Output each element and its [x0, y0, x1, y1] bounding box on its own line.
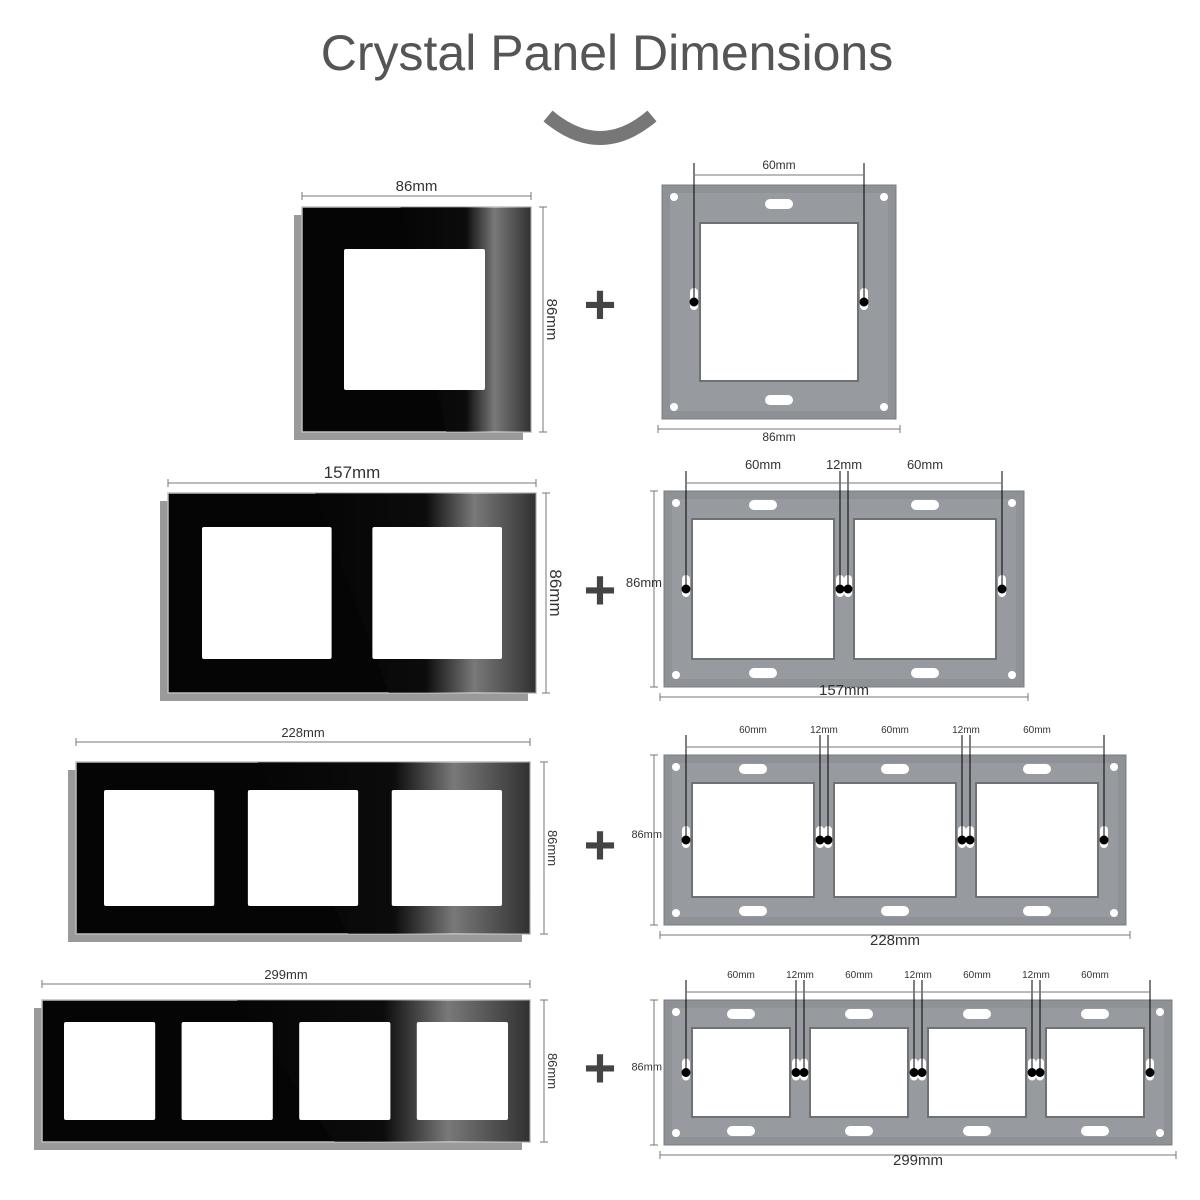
corner-hole: [880, 193, 888, 201]
frame-slot: [1081, 1126, 1109, 1136]
frame-slot: [963, 1009, 991, 1019]
frame-opening: [833, 782, 957, 898]
frame-opening: [927, 1027, 1027, 1118]
frame-slot: [749, 500, 777, 510]
frame-slot: [881, 764, 909, 774]
frame-slot: [881, 906, 909, 916]
frame-slot: [739, 764, 767, 774]
frame-opening: [1045, 1027, 1145, 1118]
corner-hole: [670, 403, 678, 411]
frame-slot: [845, 1009, 873, 1019]
spacing-label: 60mm: [963, 970, 991, 981]
plus-sign: +: [584, 813, 617, 876]
corner-hole: [1110, 763, 1118, 771]
spacing-label: 60mm: [745, 457, 781, 472]
spacing-label: 12mm: [1022, 970, 1050, 981]
corner-hole: [672, 1129, 680, 1137]
panel-height-label: 86mm: [545, 1053, 560, 1089]
panel-height-label: 86mm: [546, 569, 565, 616]
frame-slot: [765, 199, 793, 209]
frame-slot: [739, 906, 767, 916]
panel-height-label: 86mm: [545, 830, 560, 866]
frame-opening: [691, 782, 815, 898]
plus-sign: +: [584, 273, 617, 336]
switch-opening: [104, 790, 215, 906]
frame-opening: [691, 518, 835, 660]
corner-hole: [1156, 1008, 1164, 1016]
switch-opening: [181, 1022, 273, 1120]
frame-width-label: 299mm: [893, 1152, 943, 1169]
corner-hole: [672, 909, 680, 917]
spacing-label: 60mm: [762, 158, 795, 172]
frame-slot: [727, 1126, 755, 1136]
frame-slot: [765, 395, 793, 405]
frame-slot: [845, 1126, 873, 1136]
switch-opening: [64, 1022, 156, 1120]
corner-hole: [1008, 499, 1016, 507]
spacing-label: 60mm: [1081, 970, 1109, 981]
corner-hole: [672, 763, 680, 771]
frame-slot: [727, 1009, 755, 1019]
frame-height-label: 86mm: [626, 575, 662, 590]
corner-hole: [880, 403, 888, 411]
plus-sign: +: [584, 1036, 617, 1099]
corner-hole: [1110, 909, 1118, 917]
switch-opening: [391, 790, 502, 906]
panel-height-label: 86mm: [543, 299, 560, 341]
spacing-label: 12mm: [904, 970, 932, 981]
panel-width-label: 299mm: [264, 967, 307, 982]
frame-slot: [1023, 764, 1051, 774]
frame-height-label: 86mm: [631, 829, 662, 841]
frame-slot: [1023, 906, 1051, 916]
panel-width-label: 228mm: [281, 725, 324, 740]
frame-slot: [749, 668, 777, 678]
frame-width-label: 157mm: [819, 682, 869, 699]
panel-row-1-gang: 86mm 86mm +60mm 86mm: [294, 158, 901, 444]
panel-width-label: 86mm: [396, 178, 438, 195]
switch-opening: [247, 790, 359, 906]
corner-hole: [670, 193, 678, 201]
switch-opening: [299, 1022, 391, 1120]
frame-opening: [809, 1027, 909, 1118]
frame-slot: [1081, 1009, 1109, 1019]
corner-hole: [1156, 1129, 1164, 1137]
frame-height-label: 86mm: [631, 1062, 662, 1074]
switch-opening: [416, 1022, 508, 1120]
switch-opening: [372, 527, 502, 659]
spacing-label: 60mm: [845, 970, 873, 981]
frame-width-label: 228mm: [870, 932, 920, 949]
frame-slot: [911, 500, 939, 510]
spacing-label: 60mm: [739, 725, 767, 736]
frame-opening: [853, 518, 997, 660]
corner-hole: [1008, 671, 1016, 679]
switch-opening: [202, 527, 332, 659]
arc-ornament: [543, 110, 657, 145]
spacing-label: 12mm: [952, 725, 980, 736]
plus-sign: +: [584, 558, 617, 621]
spacing-label: 12mm: [786, 970, 814, 981]
frame-slot: [963, 1126, 991, 1136]
panel-row-4-gang: 299mm 86mm +60mm 12mm 60mm 12mm 60mm 12mm 60mm 29…: [34, 967, 1177, 1169]
spacing-label: 12mm: [826, 457, 862, 472]
frame-slot: [911, 668, 939, 678]
panel-row-3-gang: 228mm 86mm +60mm 12mm 60mm 12mm 60mm 228mm 86mm: [68, 725, 1131, 949]
page-title: Crystal Panel Dimensions: [321, 25, 893, 81]
corner-hole: [672, 1008, 680, 1016]
corner-hole: [672, 499, 680, 507]
frame-opening: [691, 1027, 791, 1118]
frame-width-label: 86mm: [762, 430, 795, 444]
spacing-label: 60mm: [881, 725, 909, 736]
spacing-label: 60mm: [1023, 725, 1051, 736]
switch-opening: [344, 249, 485, 390]
spacing-label: 12mm: [810, 725, 838, 736]
frame-opening: [699, 222, 859, 382]
panel-width-label: 157mm: [324, 463, 381, 482]
frame-opening: [975, 782, 1099, 898]
spacing-label: 60mm: [727, 970, 755, 981]
panel-row-2-gang: 157mm 86mm +60mm 12mm 60mm 157mm 86mm: [160, 457, 1029, 701]
spacing-label: 60mm: [907, 457, 943, 472]
corner-hole: [672, 671, 680, 679]
